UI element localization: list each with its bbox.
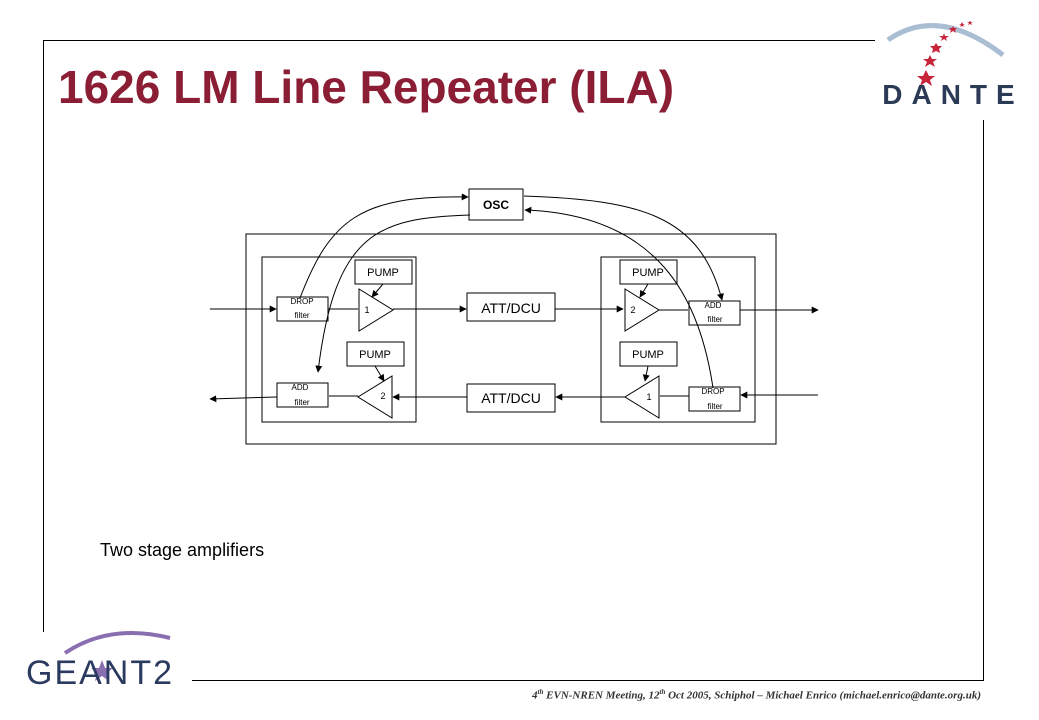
att-dcu-label-top: ATT/DCU (481, 300, 541, 316)
pump-label: PUMP (632, 349, 664, 361)
geant-star-icon (91, 660, 113, 681)
amplifier-stage-label: 1 (646, 392, 651, 402)
dante-swoosh (886, 23, 1005, 57)
drop-filter-label: DROP (290, 297, 313, 306)
pump-arrows (371, 283, 650, 382)
osc-supervisory-paths (299, 193, 724, 389)
dante-logo-text: DANTE (882, 79, 1023, 110)
frame-top-line (43, 40, 875, 41)
att-dcu-box-bottom (466, 383, 556, 413)
pump-box-west-top (354, 259, 413, 285)
amplifier-triangle-west-bottom (357, 375, 393, 419)
eastbound-signal-path (210, 305, 819, 314)
footer-sup: th (659, 688, 666, 696)
osc-label: OSC (483, 198, 509, 212)
frame-left-line (43, 40, 44, 632)
drop-filter-west (276, 296, 329, 322)
osc-box (468, 188, 524, 221)
filter-label: filter (707, 315, 722, 324)
pump-label: PUMP (367, 267, 399, 279)
geant-swoosh (63, 631, 171, 655)
filter-label: filter (294, 398, 309, 407)
amplifier-stage-label: 1 (364, 305, 369, 315)
east-card-box (600, 256, 756, 423)
footer-text: EVN-NREN Meeting, 12 (543, 689, 660, 702)
westbound-signal-path (209, 391, 818, 403)
amplifier-triangle-east-top (624, 288, 660, 332)
frame-bottom-line (192, 680, 984, 681)
pump-box-east-bottom (619, 341, 678, 367)
add-filter-west (276, 382, 329, 408)
footer-number: 4 (532, 689, 538, 702)
filter-label: filter (707, 402, 722, 411)
amplifier-triangle-east-bottom (624, 375, 660, 419)
dante-stars (917, 21, 973, 86)
filter-label: filter (294, 311, 309, 320)
pump-label: PUMP (359, 349, 391, 361)
slide-subtitle: Two stage amplifiers (100, 540, 265, 560)
drop-filter-label: DROP (701, 387, 724, 396)
pump-box-west-bottom (346, 341, 405, 367)
west-card-box (261, 256, 417, 423)
geant2-logo: GEANT2 (26, 631, 174, 690)
slide-footer: 4th EVN-NREN Meeting, 12th Oct 2005, Sch… (532, 688, 981, 702)
pump-box-east-top (619, 259, 678, 285)
slide-title: 1626 LM Line Repeater (ILA) (58, 61, 675, 113)
repeater-outer-box (245, 233, 777, 445)
add-filter-east (688, 300, 741, 326)
amplifier-stage-label: 2 (630, 305, 635, 315)
pump-label: PUMP (632, 267, 664, 279)
line-repeater-diagram: OSC ATT/DCU ATT/DCU PUMP PUMP PUMP PUMP … (209, 188, 819, 445)
add-filter-label: ADD (292, 383, 309, 392)
amplifier-triangle-west-top (358, 288, 394, 332)
add-filter-label: ADD (705, 301, 722, 310)
footer-sup: th (537, 688, 544, 696)
drop-filter-east (688, 386, 741, 412)
att-dcu-label-bottom: ATT/DCU (481, 390, 541, 406)
footer-text: Oct 2005, Schiphol – Michael Enrico (mic… (665, 689, 981, 702)
amplifier-stage-label: 2 (380, 391, 385, 401)
dante-logo: DANTE (882, 21, 1023, 110)
geant-logo-text: GEANT2 (26, 654, 174, 690)
att-dcu-box-top (466, 292, 556, 322)
frame-right-line (983, 120, 984, 680)
